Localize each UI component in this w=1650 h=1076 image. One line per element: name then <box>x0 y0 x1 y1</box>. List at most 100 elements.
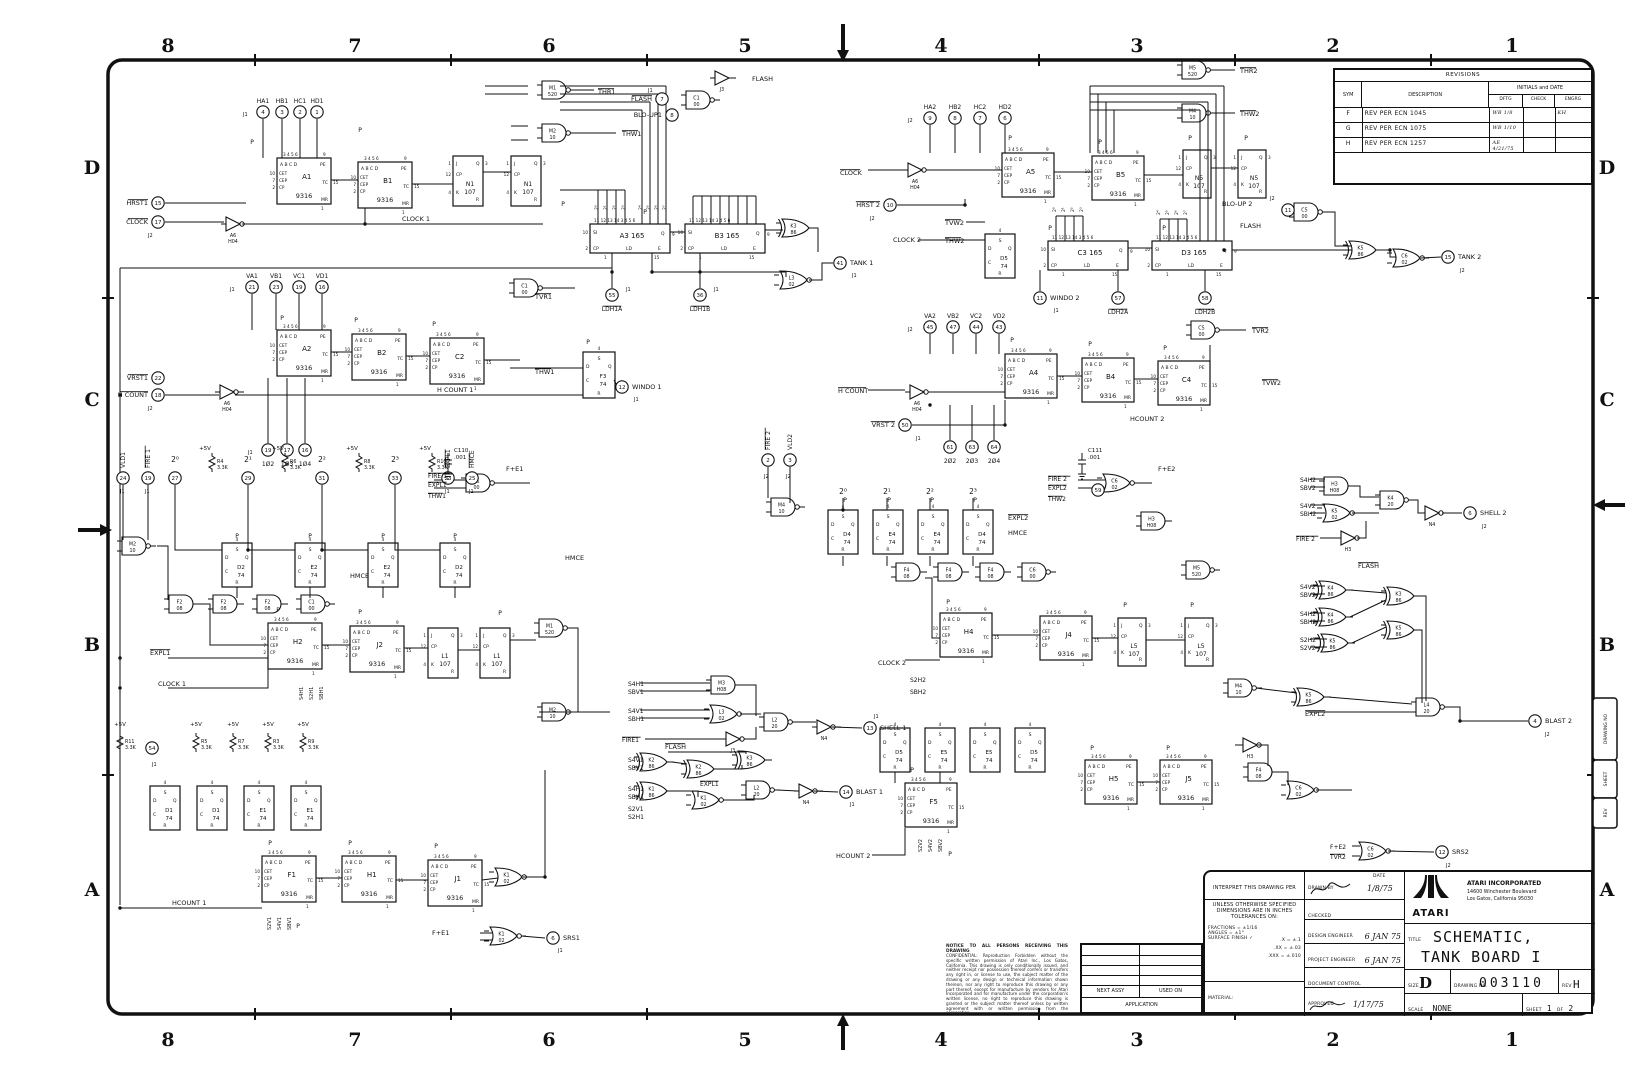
ic-pin-label: 15 <box>1146 178 1152 183</box>
ic-name: H2 <box>293 638 303 646</box>
ic-pin-label: 15 <box>959 805 965 810</box>
company-name: ATARI INCORPORATED <box>1467 880 1542 887</box>
ic-part: 9316 <box>296 364 313 372</box>
pullup-label: P <box>561 201 565 208</box>
ic-pin-label: 9 <box>314 617 317 622</box>
connector-label: HB1 <box>276 98 289 105</box>
ic-pin-label: E <box>753 246 756 252</box>
ic-pin-label: J <box>1187 623 1189 629</box>
ic-pin-label: S <box>258 790 261 796</box>
resistor-body <box>115 733 125 752</box>
ic-pin-label: TC <box>402 184 409 190</box>
connector-pin-29: 29 <box>241 471 255 485</box>
wire <box>1352 485 1379 498</box>
ic-pin-label: PE <box>393 630 399 636</box>
drawn-by-signature <box>1310 882 1351 895</box>
signal-label: J1 <box>144 489 150 495</box>
gate-body <box>1317 633 1322 653</box>
connector-number: 15 <box>155 201 162 207</box>
ic-part: 74 <box>307 816 314 822</box>
ic-pin-label: C <box>876 536 879 542</box>
connector-label: FIRE 2 <box>765 431 772 450</box>
gate-part: 10 <box>549 714 555 720</box>
signal-label: 2⁴ <box>638 205 644 210</box>
ic-pin-label: 9 <box>1234 249 1237 254</box>
zone-label-col-top: 1 <box>1505 35 1518 57</box>
connector-circle <box>1198 291 1212 305</box>
ic-pin-label: S <box>382 547 385 553</box>
gate-bubble <box>1205 67 1211 73</box>
gate-bubble <box>145 543 151 549</box>
ic-pin-label: 3 <box>1148 623 1151 628</box>
ic-pin-label: D <box>966 522 970 528</box>
ic-pin-label: PE <box>981 617 987 623</box>
connector-label: VD2 <box>993 313 1006 320</box>
connector-number: 33 <box>392 476 399 482</box>
connector-circle <box>269 280 283 294</box>
gate-bubble <box>787 719 793 725</box>
gate-name: K4 <box>1327 613 1333 619</box>
ic-pin-label: CEP <box>360 182 369 187</box>
ic-body <box>290 785 322 831</box>
ic-pin-label: 10 <box>678 230 684 235</box>
revision-chk <box>1524 123 1556 137</box>
ic-pin-label: 3 4 5 6 <box>283 324 298 329</box>
signal-label: J1 <box>633 397 639 403</box>
connector-circle <box>280 443 294 457</box>
ic-name: A2 <box>302 345 311 353</box>
tolerance-note: UNLESS OTHERWISE SPECIFIED DIMENSIONS AR… <box>1212 902 1297 920</box>
gate-bubble <box>565 87 571 93</box>
ic-pin-label: PE <box>946 787 952 793</box>
ic-body <box>1047 240 1129 271</box>
ic-pin-label: R <box>1259 189 1262 195</box>
wire <box>897 199 966 206</box>
revisions-title: REVISIONS <box>1335 70 1591 82</box>
ic-name: A5 <box>1026 168 1035 176</box>
ic-pin-label: 1 <box>306 904 309 909</box>
ic-name: C3 165 <box>1078 249 1103 257</box>
zone-label-col-bottom: 7 <box>348 1029 361 1051</box>
ic-name: F3 <box>600 374 607 380</box>
connector-circle <box>1435 845 1449 859</box>
gate-part: 86 <box>1327 592 1333 598</box>
pullup-label: P <box>358 127 362 134</box>
ic-pin-label: LD <box>1084 263 1091 269</box>
ic-pin-label: A B C D <box>1163 764 1181 770</box>
connector-label: SHELL 2 <box>1480 509 1507 517</box>
gate-name: J3 <box>730 748 735 754</box>
connector-number: 19 <box>145 476 152 482</box>
connector-number: 47 <box>950 325 957 331</box>
ic-body <box>1091 155 1145 201</box>
ic-pin-label: CP <box>1094 183 1100 188</box>
connector-number: 63 <box>969 445 976 451</box>
signal-label: S4V1 <box>628 757 644 764</box>
signal-label: S4H2 <box>1300 611 1316 618</box>
connector-circle <box>783 453 797 467</box>
connector-circle <box>761 453 775 467</box>
ic-pin-label: 2 <box>1147 263 1150 268</box>
signal-label: THR1 <box>597 88 616 96</box>
junction-dot <box>1222 248 1226 252</box>
interpret-note: INTERPRET THIS DRAWING PER USASI Y14.5 <box>1213 885 1296 891</box>
ic-pin-label: J <box>1185 155 1187 161</box>
margin-tab-label: REV <box>1603 808 1609 818</box>
ic-part: 9316 <box>281 890 298 898</box>
ic-name: E4 <box>934 532 941 538</box>
ic-part: 74 <box>238 573 245 579</box>
ic-pin-label: CET <box>1004 166 1013 171</box>
connector-circle <box>546 931 560 945</box>
signal-label: J2 <box>869 216 875 222</box>
